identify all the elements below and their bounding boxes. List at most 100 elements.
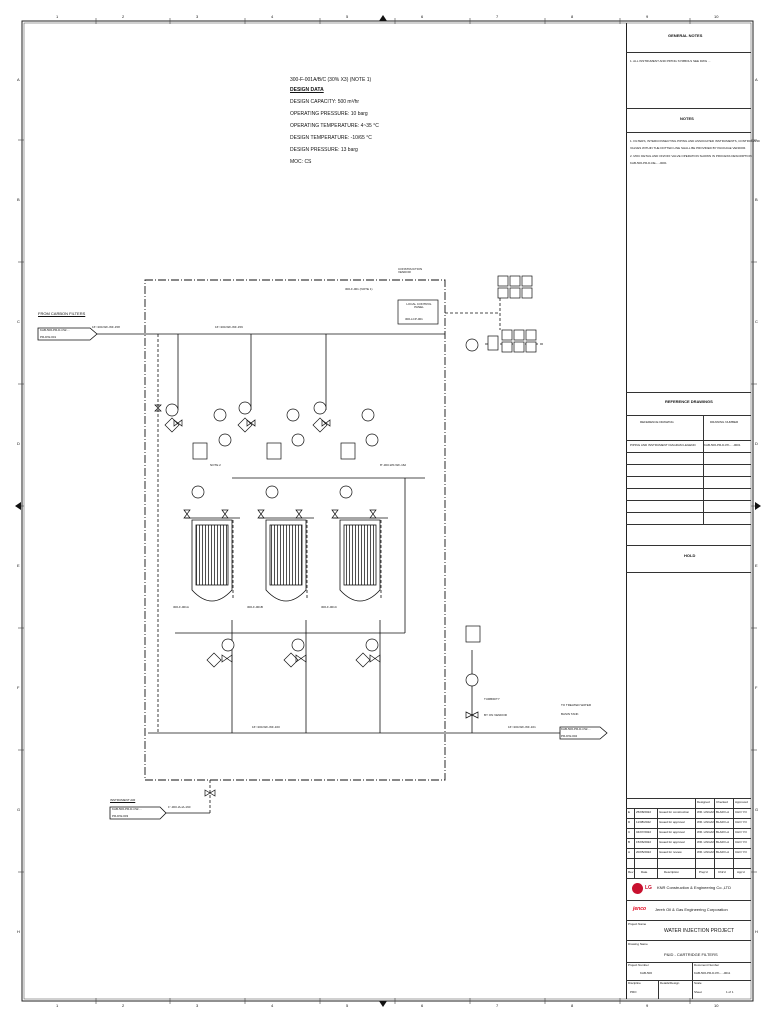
- construction-label: CONSTRUCTION VENDOR: [398, 267, 423, 274]
- valve: [257, 509, 265, 519]
- company-name: Jereh Oil & Gas Engineering Corporation: [655, 907, 728, 912]
- air-ref: PR-DW-003: [112, 814, 129, 818]
- plc-box: [497, 275, 509, 287]
- instrument-bubble: [286, 408, 300, 422]
- revision-header: Date: [641, 870, 648, 874]
- valve: [369, 509, 377, 519]
- reference-col-header: DRAWING NUMBER: [710, 420, 739, 424]
- grid-col-label: 9: [646, 14, 649, 19]
- grid-row-label: F: [17, 685, 20, 690]
- panel-divider: [626, 858, 751, 859]
- revision-cell: 15/06/2022: [636, 840, 652, 844]
- filter-tag: 300-F-001A: [173, 605, 189, 609]
- panel-divider: [626, 108, 751, 109]
- revision-cell: CHO YO: [735, 850, 747, 854]
- panel-divider: [626, 808, 751, 809]
- note-tag: NOTE 2: [210, 463, 221, 467]
- grid-col-label: 4: [271, 14, 274, 19]
- notes-line: VALVES WITHIN THE DOTTED LINE SHALL BE P…: [630, 146, 747, 150]
- revision-top-header: Designed: [697, 800, 710, 804]
- valve: [246, 419, 256, 427]
- turbidity-label: BY ON VENDOR: [484, 713, 507, 717]
- grid-col-label: 2: [122, 14, 125, 19]
- revision-cell: C: [628, 830, 631, 834]
- instrument-bubble: [165, 403, 179, 417]
- panel-divider: [626, 838, 751, 839]
- revision-cell: D: [628, 820, 631, 824]
- instrument-bubble: [365, 433, 379, 447]
- grid-row-label: B: [755, 197, 758, 202]
- company-logo-text: LG: [645, 885, 652, 891]
- line-number: 1"-300-IA-IA-160: [168, 805, 191, 809]
- panel-divider: [703, 415, 704, 525]
- panel-tag: 300-LCP-001: [405, 317, 423, 321]
- revision-cell: Issued for approval: [659, 830, 685, 834]
- panel-divider: [626, 798, 751, 799]
- inlet-arrow: [37, 327, 98, 341]
- instrument-bubble: [465, 673, 479, 687]
- revision-cell: 25/08/2022: [636, 810, 652, 814]
- transmitter-box: [465, 625, 481, 643]
- revision-cell: CHO YO: [735, 820, 747, 824]
- valve: [183, 509, 191, 519]
- filter-tag: 300-F-001C: [321, 605, 338, 609]
- panel-label: LOCAL CONTROL PANEL: [406, 302, 432, 309]
- valve: [204, 789, 216, 797]
- inlet-ref: KAB-506-PR-D-CW-...: [40, 328, 70, 332]
- interlock-diamond: [312, 417, 328, 433]
- instrument-bubble: [191, 485, 205, 499]
- plc-box: [525, 341, 537, 353]
- instrument-bubble: [339, 485, 353, 499]
- skid-note: 300-F-001 (NOTE 1): [345, 287, 373, 291]
- outlet-ref: KAB-506-PR-D-CW-...: [561, 727, 591, 731]
- design-data-title: 300-F-001A/B/C (30% X3) (NOTE 1): [290, 77, 372, 83]
- panel-divider: [626, 52, 751, 53]
- line-number: 16"-300-WF-WF-161: [508, 725, 536, 729]
- design-data-line: OPERATING PRESSURE: 10 barg: [290, 111, 368, 117]
- revision-cell: 04/07/2022: [636, 830, 652, 834]
- project-name: WATER INJECTION PROJECT: [664, 928, 734, 934]
- revision-header: Rev: [628, 870, 634, 874]
- inlet-label: FROM CARBON FILTERS: [38, 311, 86, 316]
- hold-title: HOLD: [684, 553, 696, 558]
- sheet-label: Sheet: [694, 990, 702, 994]
- reference-cell: PIPING AND INSTRUMENT DIAGRAM LEGEND: [630, 443, 696, 447]
- panel-divider: [626, 920, 751, 921]
- grid-col-label: 8: [571, 1003, 574, 1008]
- turbidity-label: TURBIDITY: [484, 697, 500, 701]
- valve: [154, 404, 162, 412]
- general-notes-text: 1. ALL INSTRUMENT AND PIPING SYMBOLS SEE…: [630, 59, 711, 63]
- revision-cell: BLARI LA: [716, 830, 730, 834]
- design-data-header: DESIGN DATA: [290, 87, 324, 93]
- grid-row-label: H: [17, 929, 20, 934]
- filter-tag: 300-F-001B: [247, 605, 263, 609]
- revision-cell: BLARI LA: [716, 820, 730, 824]
- company-name: KNR Construction & Engineering Co.,LTD: [657, 885, 731, 890]
- grid-col-label: 5: [346, 14, 349, 19]
- revision-cell: 11/08/2022: [636, 820, 651, 824]
- panel-divider: [626, 440, 751, 441]
- grid-col-label: 7: [496, 14, 499, 19]
- revision-header: Description: [664, 870, 680, 874]
- interlock-diamond: [355, 652, 371, 668]
- instrument-bubble: [365, 638, 379, 652]
- panel-divider: [626, 500, 751, 501]
- line-number: 16"-300-WF-WF-160: [252, 725, 280, 729]
- grid-row-label: C: [755, 319, 758, 324]
- valve: [465, 711, 479, 719]
- notes-line: KAB-506-PR-D-DE-...-0001: [630, 161, 667, 165]
- revision-cell: BLARI LA: [716, 810, 730, 814]
- grid-col-label: 10: [714, 14, 719, 19]
- revision-cell: BLARI LA: [716, 850, 730, 854]
- plc-box: [513, 341, 525, 353]
- revision-cell: Issued for approval: [659, 840, 685, 844]
- scale-label: Scale: [694, 981, 702, 985]
- plc-box: [521, 287, 533, 299]
- panel-divider: [626, 818, 751, 819]
- interlock-diamond: [164, 417, 180, 433]
- panel-divider: [626, 545, 751, 546]
- vendor-skid-boundary: [144, 279, 446, 781]
- company-logo-text: jenco: [633, 906, 647, 912]
- instrument-bubble: [221, 638, 235, 652]
- design-data-line: DESIGN PRESSURE: 13 barg: [290, 147, 358, 153]
